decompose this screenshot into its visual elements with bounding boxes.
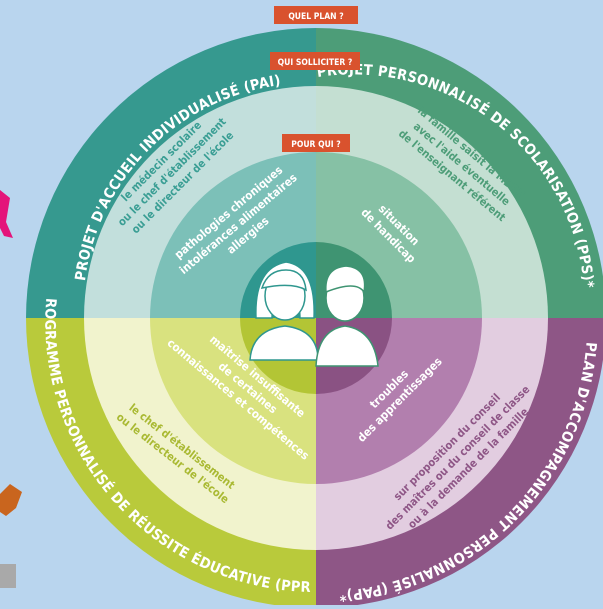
decor-crocodile-fragment	[0, 484, 22, 516]
pour-qui-tag	[282, 134, 350, 152]
decor-grey-fragment	[0, 564, 16, 588]
boy-avatar-icon	[315, 265, 379, 367]
pour-qui-tag-label: POUR QUI ?	[291, 140, 341, 150]
quel-plan-tag-label: QUEL PLAN ?	[288, 12, 343, 22]
qui-solliciter-tag	[270, 52, 360, 70]
girl-avatar-icon	[249, 261, 319, 361]
qui-solliciter-tag-label: QUI SOLLICITER ?	[278, 58, 353, 68]
decor-pink-fragment	[0, 190, 13, 238]
quel-plan-tag	[274, 6, 358, 24]
